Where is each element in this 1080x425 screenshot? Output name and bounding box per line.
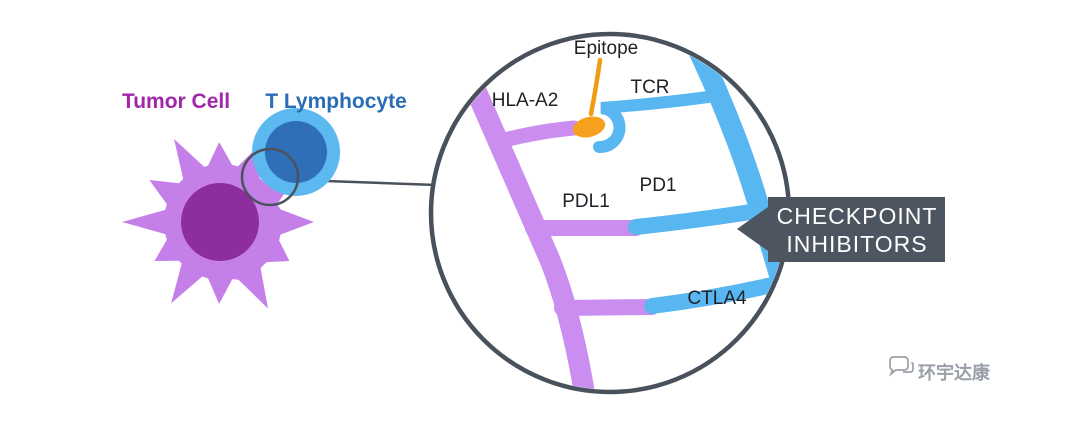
tcr-receptor: [593, 91, 714, 153]
ctla4-arm-tcell-side: [644, 277, 780, 314]
tumor-membrane: [457, 65, 597, 390]
ctla4-arm-tumor-side: [554, 299, 660, 316]
pdl1-label: PDL1: [562, 191, 610, 212]
epitope-shape: [572, 116, 606, 138]
magnifier-circle: [240, 147, 300, 207]
t-lymphocyte-label: T Lymphocyte: [265, 90, 407, 113]
checkpoint-banner: [737, 197, 945, 262]
ctla4-label: CTLA4: [687, 288, 747, 309]
chat-bubbles-icon: [889, 356, 914, 377]
hla-a2-label: HLA-A2: [492, 90, 559, 111]
tcr-label: TCR: [630, 77, 669, 98]
watermark-brand: 环宇达康: [918, 362, 991, 383]
pd1-arm: [628, 203, 765, 235]
epitope-pointer-line: [588, 57, 603, 117]
watermark: 环宇达康: [889, 356, 991, 383]
hla-a2-arm: [492, 120, 582, 149]
tumor-cell-label: Tumor Cell: [122, 90, 230, 113]
pd1-label: PD1: [640, 175, 677, 196]
epitope-label: Epitope: [574, 38, 638, 59]
t-lymphocyte-core: [265, 121, 327, 183]
checkpoint-banner-line1: CHECKPOINT: [777, 203, 938, 229]
checkpoint-banner-line2: INHIBITORS: [786, 231, 927, 257]
tumor-cell-nucleus: [181, 183, 259, 261]
